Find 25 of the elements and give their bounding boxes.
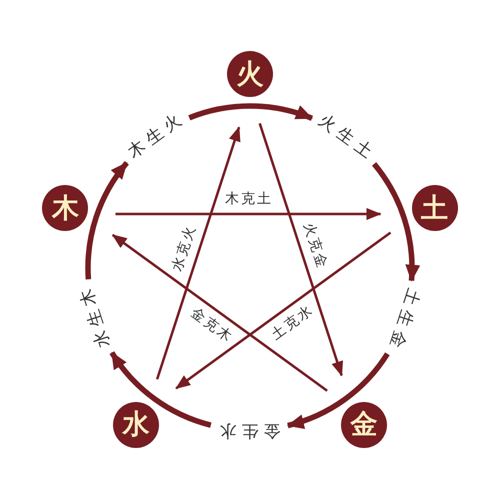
edge-label: 金克木 bbox=[186, 304, 236, 346]
arrow bbox=[112, 234, 328, 392]
element-label: 土 bbox=[421, 194, 448, 222]
element-label: 木 bbox=[52, 194, 79, 222]
arrow bbox=[116, 208, 382, 220]
curved-arrow bbox=[188, 103, 313, 121]
edge-label: 木克土 bbox=[224, 192, 273, 206]
arrow bbox=[175, 232, 392, 390]
relation-label: 土生金 bbox=[385, 282, 424, 354]
edge-label: 水克火 bbox=[169, 222, 198, 275]
element-label: 水 bbox=[122, 411, 150, 438]
curved-arrow bbox=[86, 161, 130, 280]
curved-arrow bbox=[372, 162, 420, 282]
relation-label: 木生火 bbox=[121, 109, 188, 165]
curved-arrow bbox=[286, 352, 390, 428]
edge-label: 土克水 bbox=[268, 302, 316, 343]
relation-label: 火生土 bbox=[312, 109, 379, 165]
relation-label: 水生木 bbox=[76, 282, 115, 354]
arrow bbox=[156, 126, 240, 380]
curved-arrow bbox=[110, 351, 212, 428]
relation-label: 金生水 bbox=[214, 422, 286, 438]
element-label: 金 bbox=[350, 411, 378, 438]
arrow bbox=[258, 123, 344, 376]
element-label: 火 bbox=[236, 60, 264, 88]
edge-label: 火克金 bbox=[300, 219, 330, 271]
